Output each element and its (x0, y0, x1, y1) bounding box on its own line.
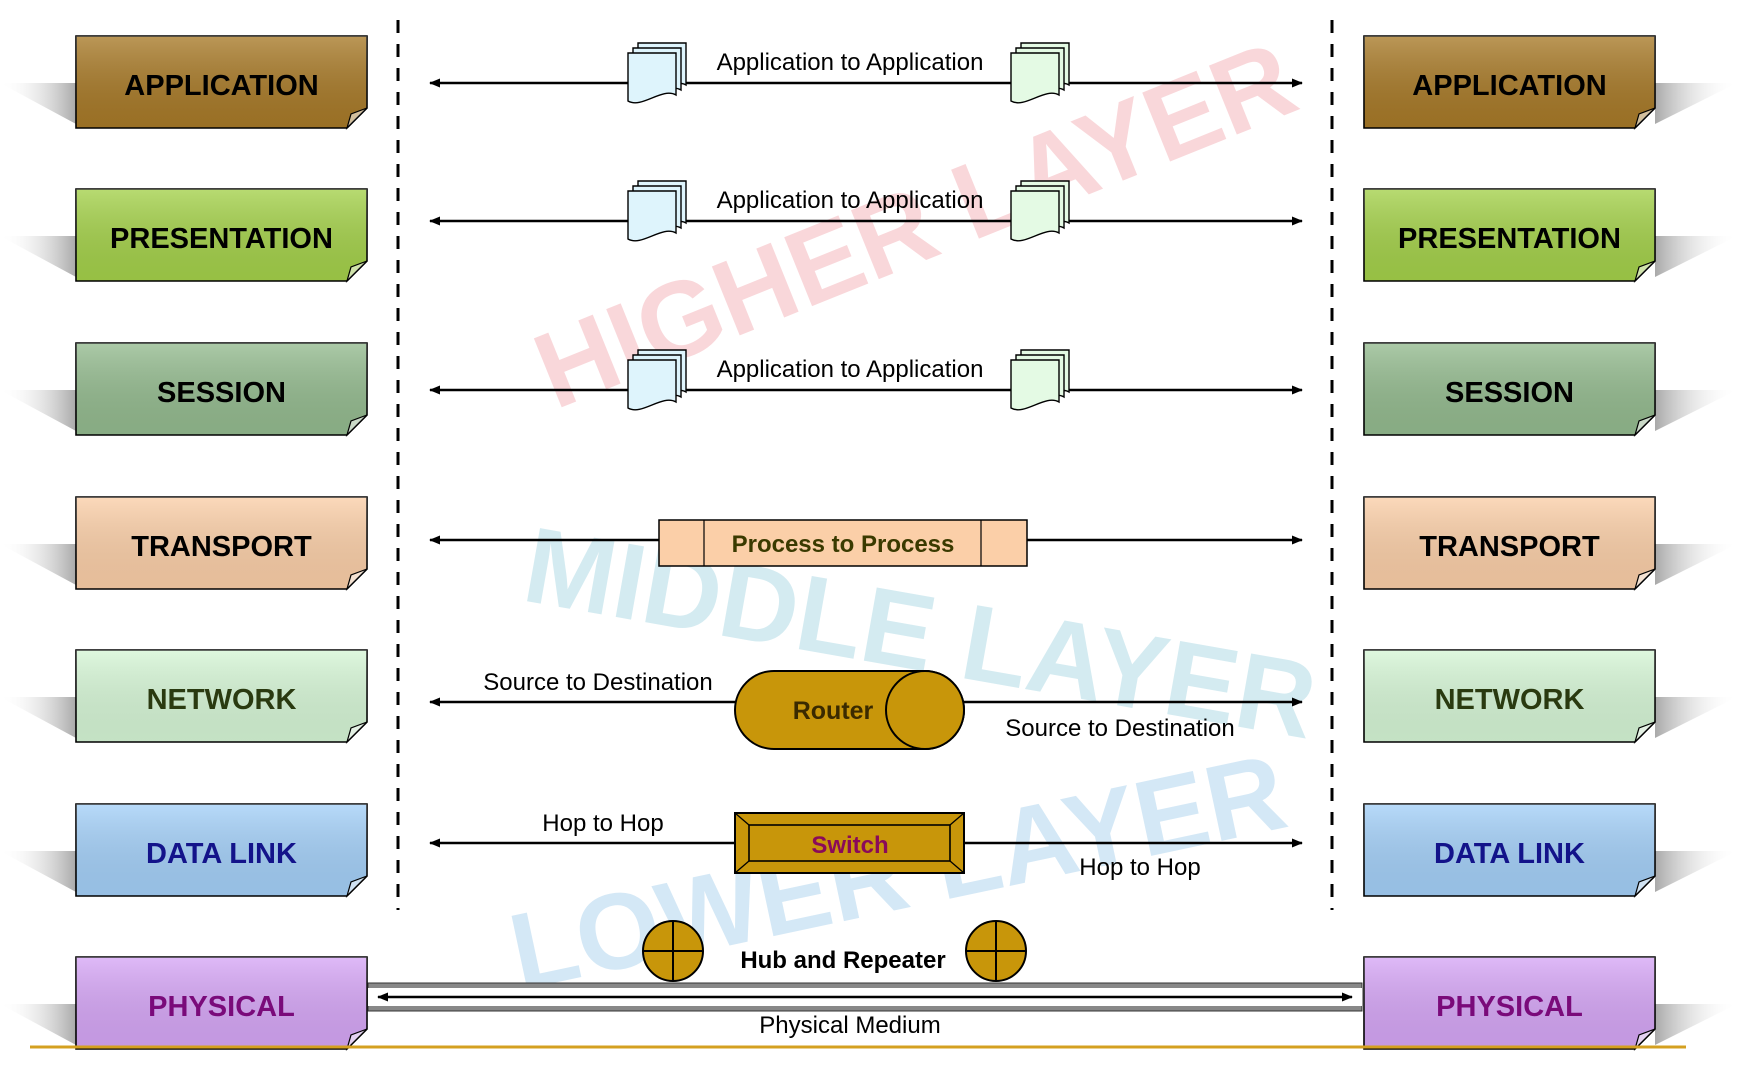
layer-label: NETWORK (1435, 684, 1585, 716)
layer-box-transport-right: TRANSPORT (1363, 496, 1737, 592)
layer-box-presentation-left: PRESENTATION (0, 188, 368, 284)
router-icon (734, 670, 965, 750)
presentation-connection: Application to Application (429, 180, 1303, 242)
network-left-label: Source to Destination (483, 669, 712, 696)
layer-label: DATA LINK (1434, 838, 1585, 870)
application-connection-label: Application to Application (717, 49, 984, 76)
layer-box-data-link-left: DATA LINK (0, 803, 368, 899)
hub-icon (642, 920, 704, 982)
datalink-right-label: Hop to Hop (1079, 854, 1200, 881)
right-layer-stack: APPLICATION PRESENTATION SESSION TRANSPORT N… (1363, 35, 1737, 1052)
layer-label: PHYSICAL (1436, 991, 1583, 1023)
document-icon (627, 349, 687, 411)
repeater-icon (965, 920, 1027, 982)
layer-box-physical-left: PHYSICAL (0, 956, 368, 1052)
physical-connection: Hub and Repeater Physical Medium (30, 920, 1686, 1049)
switch-label: Switch (811, 832, 888, 859)
left-layer-stack: APPLICATION PRESENTATION SESSION TRANSPORT N… (0, 35, 368, 1052)
layer-box-network-left: NETWORK (0, 649, 368, 745)
document-icon (1010, 349, 1070, 411)
layer-box-network-right: NETWORK (1363, 649, 1737, 745)
layer-box-session-right: SESSION (1363, 342, 1737, 438)
layer-label: APPLICATION (1412, 70, 1606, 102)
layer-box-presentation-right: PRESENTATION (1363, 188, 1737, 284)
layer-label: PRESENTATION (110, 223, 333, 255)
document-icon (627, 42, 687, 104)
layer-label: DATA LINK (146, 838, 297, 870)
document-icon (1010, 180, 1070, 242)
transport-connection: Process to Process (429, 519, 1303, 567)
presentation-connection-label: Application to Application (717, 187, 984, 214)
physical-medium-label: Physical Medium (759, 1012, 940, 1039)
layer-box-data-link-right: DATA LINK (1363, 803, 1737, 899)
layer-label: TRANSPORT (1419, 531, 1600, 563)
layer-label: SESSION (1445, 377, 1574, 409)
layer-label: PRESENTATION (1398, 223, 1621, 255)
router-label: Router (793, 697, 874, 725)
layer-box-session-left: SESSION (0, 342, 368, 438)
layer-box-application-right: APPLICATION (1363, 35, 1737, 131)
layer-label: APPLICATION (124, 70, 318, 102)
layer-box-transport-left: TRANSPORT (0, 496, 368, 592)
document-icon (627, 180, 687, 242)
layer-box-physical-right: PHYSICAL (1363, 956, 1737, 1052)
process-box (658, 519, 1028, 567)
layer-label: TRANSPORT (131, 531, 312, 563)
layer-label: SESSION (157, 377, 286, 409)
session-connection: Application to Application (429, 349, 1303, 411)
application-connection: Application to Application (429, 42, 1303, 104)
physical-medium-cable (367, 982, 1363, 1012)
process-box-label: Process to Process (732, 531, 955, 558)
layer-label: PHYSICAL (148, 991, 295, 1023)
network-right-label: Source to Destination (1005, 715, 1234, 742)
datalink-left-label: Hop to Hop (542, 810, 663, 837)
layer-box-application-left: APPLICATION (0, 35, 368, 131)
hub-repeater-label: Hub and Repeater (740, 947, 945, 974)
session-connection-label: Application to Application (717, 356, 984, 383)
switch-icon (734, 812, 965, 874)
layer-label: NETWORK (147, 684, 297, 716)
network-connection: Router Source to Destination Source to D… (429, 669, 1303, 750)
document-icon (1010, 42, 1070, 104)
datalink-connection: Switch Hop to Hop Hop to Hop (429, 810, 1303, 881)
